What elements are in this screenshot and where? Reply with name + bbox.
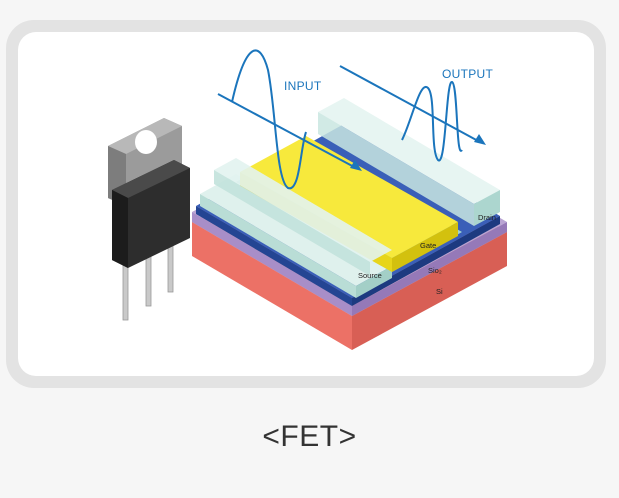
source-electrode-side bbox=[356, 266, 392, 298]
output-arrowhead bbox=[474, 134, 486, 145]
gate-label: Gate bbox=[420, 241, 436, 250]
input-wave bbox=[231, 49, 307, 190]
drain-electrode-side bbox=[474, 190, 500, 226]
output-label: OUTPUT bbox=[442, 67, 493, 81]
sio2-layer-side bbox=[352, 222, 507, 316]
gate-metal-side bbox=[392, 222, 458, 272]
figure-caption: <FET> bbox=[262, 420, 357, 453]
transistor-package-icon bbox=[108, 118, 190, 321]
drain-electrode-top bbox=[318, 98, 500, 204]
si-layer-side bbox=[352, 232, 507, 350]
channel-layer-side bbox=[352, 216, 500, 306]
source-electrode-front bbox=[200, 194, 356, 298]
si-layer-front bbox=[192, 222, 352, 350]
fet-layer-stack bbox=[192, 98, 507, 350]
gate-metal-top bbox=[240, 136, 458, 258]
gate-rail-front bbox=[214, 170, 370, 276]
si-label: Si bbox=[436, 287, 443, 296]
sio2-label: Sio₂ bbox=[428, 266, 442, 275]
sio2-layer-front bbox=[192, 212, 352, 316]
channel-layer-front bbox=[196, 206, 352, 306]
input-arrowhead bbox=[350, 160, 362, 171]
drain-electrode-front bbox=[318, 112, 474, 226]
output-wave bbox=[401, 80, 463, 162]
input-label: INPUT bbox=[284, 79, 322, 93]
source-label: Source bbox=[358, 271, 382, 280]
signal-waves bbox=[217, 49, 486, 190]
input-arrow bbox=[217, 93, 357, 169]
gate-rail-top bbox=[214, 158, 392, 262]
drain-label: Drain bbox=[478, 213, 496, 222]
